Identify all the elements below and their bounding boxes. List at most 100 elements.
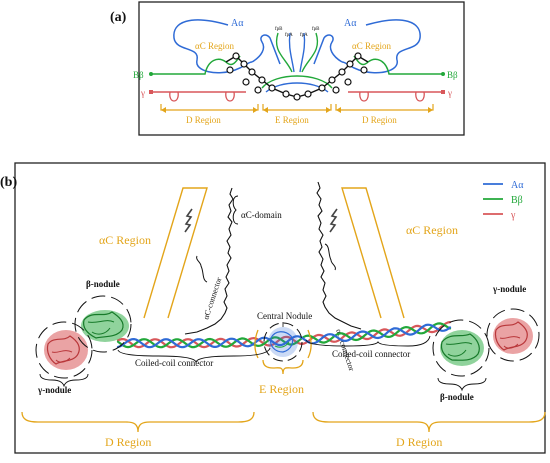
b-beta-right-brace — [437, 377, 487, 392]
b-ac-region-right-label: αC Region — [406, 223, 458, 237]
b-gamma-nodule-right — [493, 318, 533, 354]
b-ac-helix-left — [184, 208, 193, 233]
disulfide-node — [344, 78, 352, 86]
b-e-region-arc-right — [307, 329, 312, 359]
b-ac-domain-brace — [232, 195, 239, 225]
disulfide-node — [328, 76, 336, 84]
b-ac-connector-right-brace — [324, 243, 336, 271]
fpa-right-strand — [299, 32, 306, 73]
a-fpa-left-label: fpA — [285, 33, 293, 38]
disulfide-node — [226, 66, 234, 74]
disulfide-node — [360, 66, 368, 74]
legend-bbeta-label: Bβ — [511, 195, 523, 206]
panel-a-frame — [138, 1, 465, 136]
b-gamma-nodule-left — [44, 330, 88, 370]
a-d-region-right-bracket — [335, 104, 434, 111]
panel-a-label: (a) — [110, 10, 127, 25]
disulfide-node — [318, 84, 326, 92]
legend: Aα Bβ γ — [483, 180, 524, 221]
b-beta-nodule-left-label: β-nodule — [86, 279, 120, 289]
b-e-region-label: E Region — [259, 382, 304, 396]
b-ac-strand-left — [184, 187, 234, 335]
b-coiled-right-label: Coiled-coil connector — [332, 349, 410, 359]
b-beta-nodule-left — [81, 310, 129, 342]
b-gamma-left-brace — [39, 373, 89, 388]
legend-aalpha-label: Aα — [511, 180, 524, 191]
b-d-region-right-label: D Region — [396, 435, 442, 449]
disulfide-node — [346, 60, 354, 68]
b-beta-chain-left — [151, 55, 241, 75]
b-beta-chain-right — [353, 55, 443, 75]
a-e-region-bracket — [262, 104, 332, 111]
disulfide-node — [254, 86, 262, 94]
b-gamma-nodule-right-ring — [486, 308, 540, 362]
a-fpa-right-label: fpA — [300, 33, 308, 38]
a-d-region-left-label: D Region — [186, 115, 221, 125]
b-e-region-bracket — [262, 359, 304, 375]
fpa-left-strand — [288, 32, 295, 73]
b-ac-helix-right — [329, 208, 338, 233]
disulfide-nodes-right — [293, 52, 368, 101]
panel-b-label: (b) — [0, 175, 17, 190]
coil-strand-aalpha — [116, 323, 452, 349]
disulfide-node — [258, 76, 266, 84]
b-ac-strand-right — [316, 181, 362, 330]
gamma-right-end — [441, 90, 445, 94]
gamma-chain-right-loops — [359, 91, 425, 102]
disulfide-node — [338, 68, 346, 76]
fpb-left-strand — [275, 32, 293, 73]
b-coiled-left-label: Coiled-coil connector — [135, 358, 213, 368]
b-central-nodule — [268, 327, 298, 357]
gamma-chain-left-loops — [169, 91, 235, 102]
disulfide-node — [304, 90, 312, 98]
disulfide-node — [354, 52, 362, 60]
b-coiled-left-brace — [117, 347, 271, 364]
gamma-left-end — [149, 90, 153, 94]
b-beta-nodule-right — [440, 330, 484, 366]
a-ac-region-right-label: αC Region — [352, 41, 391, 51]
a-fpb-right-label: fpB — [312, 27, 320, 32]
a-aalpha-left-label: Aα — [231, 18, 244, 29]
a-alpha-chain-right-inner — [313, 34, 343, 65]
b-gamma-nodule-right-label: γ-nodule — [492, 284, 526, 294]
panel-b-frame — [14, 162, 546, 454]
a-alpha-chain-left-inner — [251, 34, 281, 65]
b-gamma-nodule-left-label: γ-nodule — [37, 385, 71, 395]
disulfide-node — [232, 52, 240, 60]
b-ac-region-right-bracket — [341, 187, 405, 319]
panel-b: (b) Aα Bβ γ αC Region αC Region αC-domai… — [0, 162, 546, 454]
panel-a: (a) Aα Aα αC Region αC Region — [110, 1, 465, 136]
b-e-region-arc-left — [254, 329, 259, 359]
b-beta-right-end — [441, 72, 445, 76]
b-beta-nodule-left-ring — [74, 295, 132, 353]
disulfide-node — [332, 86, 340, 94]
b-coiled-right-brace — [305, 335, 431, 347]
a-d-region-right-label: D Region — [362, 115, 397, 125]
a-bbeta-right-label: Bβ — [447, 70, 458, 80]
b-ac-domain-label: αC-domain — [241, 210, 282, 220]
disulfide-node-center — [293, 93, 301, 101]
disulfide-node — [268, 84, 276, 92]
b-beta-nodule-right-label: β-nodule — [440, 392, 474, 402]
b-gamma-nodule-left-ring — [35, 321, 93, 379]
fpb-right-strand — [301, 32, 319, 73]
a-bbeta-left-label: Bβ — [133, 70, 144, 80]
b-ac-connector-left-brace — [196, 255, 208, 283]
legend-gamma-label: γ — [510, 210, 516, 221]
disulfide-node — [240, 60, 248, 68]
a-aalpha-right-label: Aα — [344, 18, 357, 29]
b-d-region-left-bracket — [21, 411, 255, 433]
a-d-region-left-bracket — [160, 104, 259, 111]
b-ac-region-left-label: αC Region — [99, 233, 151, 247]
a-fpb-left-label: fpB — [275, 27, 283, 32]
b-ac-region-left-bracket — [143, 187, 208, 319]
coil-strand-bbeta — [116, 322, 452, 349]
disulfide-nodes-left — [226, 52, 290, 98]
b-d-region-left-label: D Region — [105, 435, 151, 449]
a-ac-region-left-label: αC Region — [195, 41, 234, 51]
coiled-coil-ribbon — [116, 321, 452, 349]
b-d-region-right-bracket — [312, 411, 546, 433]
b-beta-left-end — [149, 72, 153, 76]
